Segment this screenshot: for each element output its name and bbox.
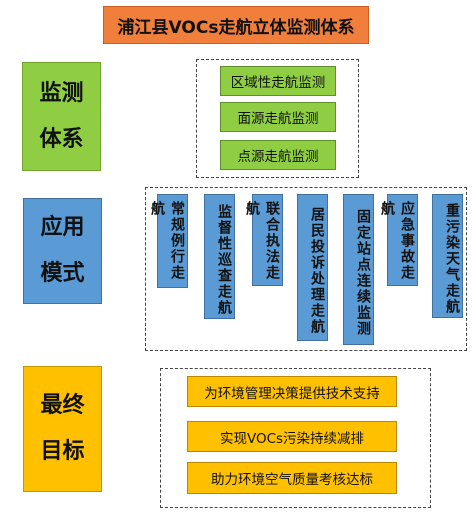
diagram-title: 浦江县VOCs走航立体监测体系 (103, 6, 369, 44)
mode-item: 居民投诉处理走航 (297, 194, 328, 341)
goals-group (160, 368, 431, 508)
mode-item: 应急事故走航 (379, 194, 418, 286)
category-line: 体系 (39, 126, 84, 152)
application-modes-group (145, 187, 467, 351)
category-application-mode: 应用 模式 (23, 198, 102, 304)
monitoring-item: 区域性走航监测 (220, 66, 336, 96)
goal-item: 实现VOCs污染持续减排 (187, 421, 397, 452)
goal-item: 为环境管理决策提供技术支持 (187, 376, 397, 407)
category-monitoring-system: 监测 体系 (22, 62, 101, 171)
mode-item: 固定站点连续监测 (343, 194, 374, 345)
category-line: 监测 (39, 80, 84, 106)
mode-item: 联合执法走航 (244, 194, 283, 286)
mode-item: 监督性巡查走航 (204, 194, 235, 319)
category-final-goal: 最终 目标 (23, 366, 102, 492)
goal-item: 助力环境空气质量考核达标 (187, 462, 397, 494)
category-line: 应用 (40, 215, 85, 240)
monitoring-item: 点源走航监测 (220, 140, 336, 170)
monitoring-system-group (196, 59, 359, 178)
mode-item: 常规例行走航 (149, 194, 188, 288)
category-line: 最终 (40, 393, 85, 418)
category-line: 模式 (40, 261, 85, 286)
mode-item: 重污染天气走航 (432, 194, 463, 318)
monitoring-item: 面源走航监测 (220, 102, 336, 132)
category-line: 目标 (40, 439, 85, 464)
